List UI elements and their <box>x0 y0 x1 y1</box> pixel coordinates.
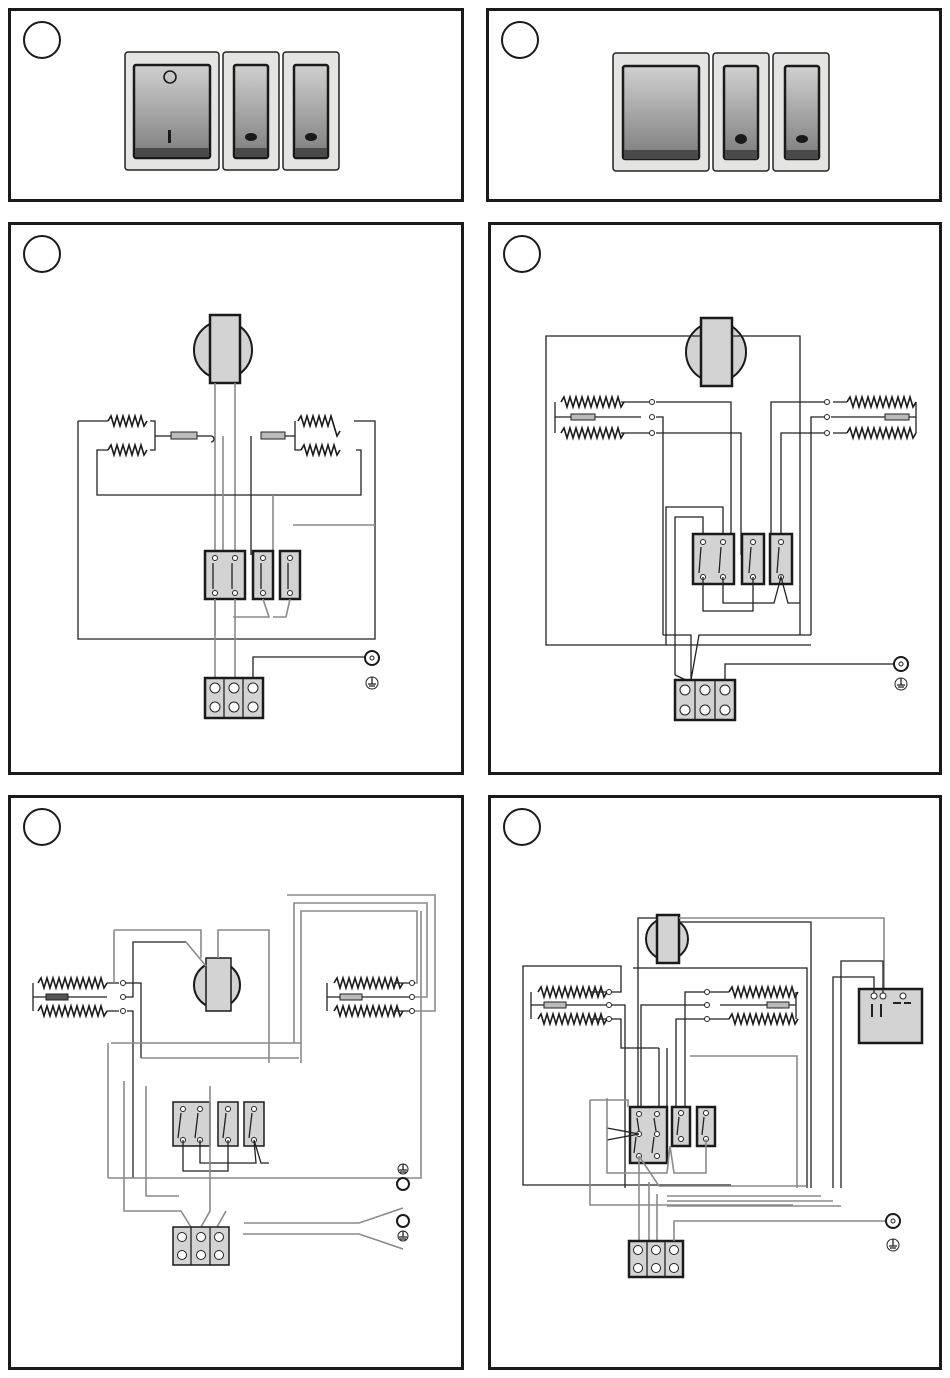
indicator-dot-icon <box>245 133 257 141</box>
double-pole-switch <box>693 534 734 584</box>
double-pole-switch <box>173 1102 210 1146</box>
motor-icon <box>686 318 746 386</box>
switch-panel-illustration <box>11 11 467 205</box>
thermal-fuse-icon <box>171 432 197 439</box>
heating-element-icon <box>298 416 340 436</box>
indicator-dot-icon <box>796 135 808 143</box>
switch-panel-illustration <box>489 11 945 205</box>
heating-element-icon <box>334 1006 403 1016</box>
wiring-diagram <box>491 225 945 778</box>
heating-element-icon <box>334 978 403 988</box>
earth-terminal-icon <box>894 657 908 671</box>
ground-symbol-icon <box>366 677 378 689</box>
thermal-fuse-icon <box>885 414 909 420</box>
motor-icon <box>194 958 240 1011</box>
wiring-diagram <box>491 798 945 1373</box>
on-symbol-icon <box>168 130 171 143</box>
terminal-block <box>205 678 263 718</box>
heating-element-icon <box>108 445 147 455</box>
panel-5 <box>8 795 464 1370</box>
narrow-rocker-switch-2 <box>773 53 829 171</box>
panel-6 <box>488 795 942 1370</box>
panel-1 <box>8 8 464 202</box>
ground-symbol-icon <box>895 678 907 690</box>
single-pole-switch-1 <box>218 1102 238 1146</box>
narrow-rocker-switch-1 <box>223 52 279 170</box>
panel-2 <box>486 8 942 202</box>
thermal-fuse-icon <box>767 1002 789 1008</box>
single-pole-switch-1 <box>253 551 273 599</box>
single-pole-switch-2 <box>244 1102 264 1146</box>
narrow-rocker-switch-2 <box>283 52 339 170</box>
thermal-fuse-icon <box>261 432 285 439</box>
terminal-block <box>675 680 735 720</box>
indicator-dot-icon <box>735 134 747 144</box>
thermal-fuse-icon <box>46 994 68 1000</box>
earth-terminal-icon <box>397 1215 409 1227</box>
heating-element-icon <box>729 1014 798 1024</box>
heating-element-icon <box>729 987 798 997</box>
thermal-fuse-icon <box>571 414 595 420</box>
changeover-switch <box>607 1107 667 1163</box>
single-pole-switch-1 <box>672 1107 690 1146</box>
ground-symbol-icon <box>887 1239 899 1251</box>
thermostat-box <box>833 961 922 1188</box>
wiring-diagram <box>11 798 467 1373</box>
heating-element-icon <box>847 428 916 438</box>
terminal-block <box>173 1227 229 1265</box>
earth-terminal-icon <box>365 651 379 665</box>
indicator-dot-icon <box>305 133 317 141</box>
thermal-fuse-icon <box>340 994 362 1000</box>
heating-element-icon <box>38 1006 107 1016</box>
single-pole-switch-1 <box>742 534 764 584</box>
ground-symbol-icon <box>398 1231 408 1241</box>
heating-element-icon <box>38 978 107 988</box>
double-pole-switch <box>205 551 245 599</box>
heating-element-icon <box>847 397 916 407</box>
heating-element-icon <box>561 428 624 438</box>
thermal-fuse-icon <box>544 1002 566 1008</box>
single-pole-switch-2 <box>280 551 300 599</box>
terminal-block <box>629 1241 683 1277</box>
narrow-rocker-switch-1 <box>713 53 769 171</box>
main-rocker-switch <box>125 52 219 170</box>
motor-icon <box>194 315 252 383</box>
panel-3 <box>8 222 464 775</box>
earth-terminal-icon <box>397 1178 409 1190</box>
main-rocker-switch <box>613 53 709 171</box>
earth-terminal-icon <box>886 1214 900 1228</box>
wiring-diagram <box>11 225 467 778</box>
heating-element-icon <box>301 445 340 455</box>
heating-element-icon <box>561 397 624 407</box>
heating-element-icon <box>108 416 147 426</box>
ground-symbol-icon <box>398 1164 408 1174</box>
panel-4 <box>488 222 942 775</box>
